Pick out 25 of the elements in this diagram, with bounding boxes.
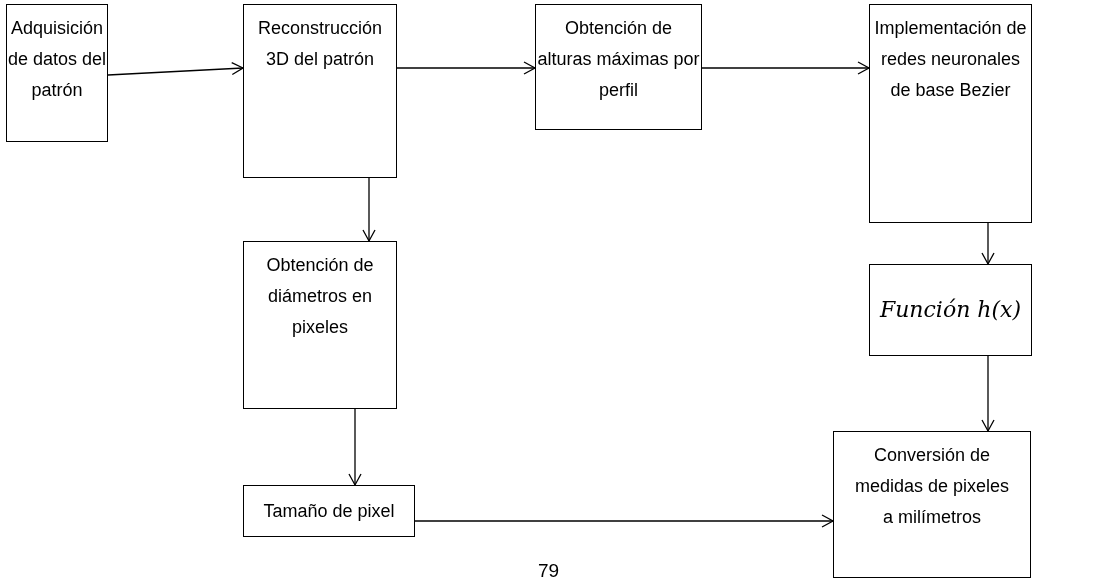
box-text: Adquisición de datos del patrón <box>7 17 107 102</box>
arrow <box>701 61 870 75</box>
arrow <box>396 61 536 75</box>
process-box <box>243 485 415 537</box>
arrow <box>981 222 995 265</box>
box-text: Conversión de medidas de pixeles a milímetros <box>853 444 1011 529</box>
box-text: Implementación de redes neuronales de base Bezier <box>873 17 1028 102</box>
arrow <box>414 514 834 528</box>
arrow <box>107 61 244 76</box>
process-box <box>869 4 1032 223</box>
process-box <box>6 4 108 142</box>
box-text: Reconstrucción 3D del patrón <box>256 17 384 71</box>
arrow <box>362 177 376 242</box>
box-text: Obtención de diámetros en pixeles <box>265 254 375 339</box>
box-text: Tamaño de pixel <box>263 499 395 523</box>
box-text: Función h(x) <box>879 296 1022 324</box>
process-box <box>869 264 1032 356</box>
process-box <box>535 4 702 130</box>
arrow <box>981 355 995 432</box>
process-box <box>243 4 397 178</box>
process-box <box>243 241 397 409</box>
page-number: 79 <box>538 560 560 581</box>
process-box <box>833 431 1031 578</box>
arrow <box>348 408 362 486</box>
box-text: Obtención de alturas máximas por perfil <box>536 17 701 102</box>
